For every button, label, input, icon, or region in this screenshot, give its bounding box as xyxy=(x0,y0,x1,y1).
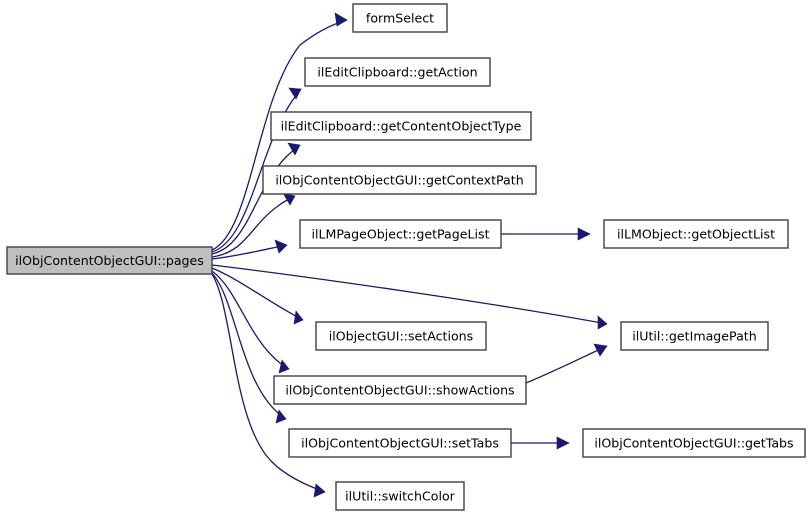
graph-node-switchColor[interactable]: ilUtil::switchColor xyxy=(335,481,465,511)
edge-line xyxy=(211,270,290,370)
arrowhead-icon xyxy=(597,315,608,330)
edge-line xyxy=(211,244,288,260)
call-edge-pages-to-getImagePath xyxy=(211,264,608,330)
graph-node-getContentObjectType[interactable]: ilEditClipboard::getContentObjectType xyxy=(270,111,532,141)
node-box[interactable] xyxy=(335,481,465,511)
call-edge-setTabs-to-getTabs xyxy=(511,436,570,450)
node-box[interactable] xyxy=(273,375,527,405)
node-layer: ilObjContentObjectGUI::pages formSelectil… xyxy=(6,3,806,511)
node-label: ilObjContentObjectGUI::pages xyxy=(15,253,204,268)
arrowhead-icon xyxy=(275,409,287,424)
call-edge-pages-to-formSelect xyxy=(211,12,348,251)
graph-node-getObjectList[interactable]: ilLMObject::getObjectList xyxy=(603,219,789,249)
arrowhead-icon xyxy=(282,192,296,206)
node-box[interactable] xyxy=(270,111,532,141)
node-box[interactable] xyxy=(620,321,769,351)
node-box[interactable] xyxy=(315,321,487,351)
edge-line xyxy=(211,273,326,493)
graph-node-getPageList[interactable]: ilLMPageObject::getPageList xyxy=(299,219,502,249)
arrowhead-icon xyxy=(293,310,304,325)
node-label: ilObjContentObjectGUI::getContextPath xyxy=(275,173,523,188)
call-edge-pages-to-showActions xyxy=(211,270,290,374)
graph-node-getContextPath[interactable]: ilObjContentObjectGUI::getContextPath xyxy=(262,165,537,195)
arrowhead-icon xyxy=(288,87,302,100)
graph-node-formSelect[interactable]: formSelect xyxy=(352,3,448,33)
node-label: ilUtil::switchColor xyxy=(345,489,456,504)
node-box[interactable] xyxy=(262,165,537,195)
arrowhead-icon xyxy=(313,483,326,498)
arrowhead-icon xyxy=(278,359,290,374)
arrowhead-icon xyxy=(274,239,288,254)
node-label: ilEditClipboard::getAction xyxy=(317,65,477,80)
arrowhead-icon xyxy=(556,436,570,450)
node-box[interactable] xyxy=(299,219,502,249)
node-box[interactable] xyxy=(304,57,491,87)
edge-line xyxy=(211,19,348,251)
call-edge-pages-to-getPageList xyxy=(211,239,288,260)
edge-line xyxy=(211,264,608,325)
arrowhead-icon xyxy=(287,142,301,156)
call-edge-pages-to-setTabs xyxy=(211,272,287,424)
graph-node-setTabs[interactable]: ilObjContentObjectGUI::setTabs xyxy=(288,428,512,458)
call-edge-pages-to-switchColor xyxy=(211,273,326,498)
node-label: ilLMObject::getObjectList xyxy=(617,227,775,242)
node-label: ilObjectGUI::setActions xyxy=(329,329,473,344)
edge-line xyxy=(211,267,304,321)
arrowhead-icon xyxy=(577,227,591,241)
node-label: ilUtil::getImagePath xyxy=(632,329,756,344)
graph-node-setActions[interactable]: ilObjectGUI::setActions xyxy=(315,321,487,351)
graph-node-getAction[interactable]: ilEditClipboard::getAction xyxy=(304,57,491,87)
node-box[interactable] xyxy=(288,428,512,458)
graph-node-showActions[interactable]: ilObjContentObjectGUI::showActions xyxy=(273,375,527,405)
node-label: ilEditClipboard::getContentObjectType xyxy=(281,119,522,134)
node-label: ilObjContentObjectGUI::getTabs xyxy=(594,436,793,451)
graph-node-getImagePath[interactable]: ilUtil::getImagePath xyxy=(620,321,769,351)
node-label: ilObjContentObjectGUI::showActions xyxy=(285,383,514,398)
graph-node-getTabs[interactable]: ilObjContentObjectGUI::getTabs xyxy=(582,428,806,458)
arrowhead-icon xyxy=(334,12,348,27)
node-label: ilObjContentObjectGUI::setTabs xyxy=(301,436,499,451)
call-edge-showActions-to-getImagePath xyxy=(525,343,608,384)
arrowhead-icon xyxy=(593,343,608,357)
node-label: ilLMPageObject::getPageList xyxy=(311,227,489,242)
call-edge-getPageList-to-getObjectList xyxy=(501,227,591,241)
node-label: formSelect xyxy=(366,11,434,26)
node-box[interactable] xyxy=(6,246,213,275)
node-box[interactable] xyxy=(582,428,806,458)
call-edge-pages-to-setActions xyxy=(211,267,304,325)
edge-layer xyxy=(211,12,608,498)
node-box[interactable] xyxy=(603,219,789,249)
edge-line xyxy=(525,345,608,384)
graph-node-pages[interactable]: ilObjContentObjectGUI::pages xyxy=(6,246,213,275)
node-box[interactable] xyxy=(352,3,448,33)
